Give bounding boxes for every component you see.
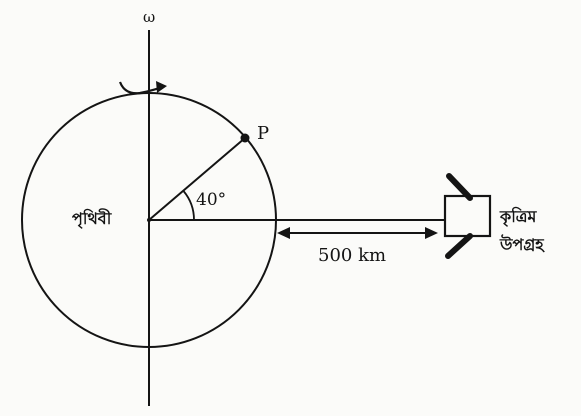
satellite-label-line1: কৃত্রিম — [499, 206, 538, 228]
satellite-body — [443, 194, 492, 238]
distance-arrowhead-right-icon — [425, 227, 438, 239]
point-p-marker — [240, 133, 250, 143]
earth-label: পৃথিবী — [72, 208, 113, 230]
point-p-label: P — [257, 123, 269, 144]
satellite-label-line2: উপগ্রহ — [499, 234, 545, 254]
satellite-icon — [443, 173, 492, 259]
satellite-panel-upper — [446, 173, 473, 201]
rotation-arrowhead-icon — [156, 81, 167, 93]
axis-label: ω — [143, 8, 155, 26]
radius-to-p — [148, 137, 246, 221]
angle-arc — [182, 190, 195, 221]
distance-arrowhead-left-icon — [277, 227, 290, 239]
distance-label: 500 km — [318, 245, 386, 266]
satellite-panel-lower — [445, 233, 473, 259]
angle-label: 40° — [196, 190, 226, 210]
